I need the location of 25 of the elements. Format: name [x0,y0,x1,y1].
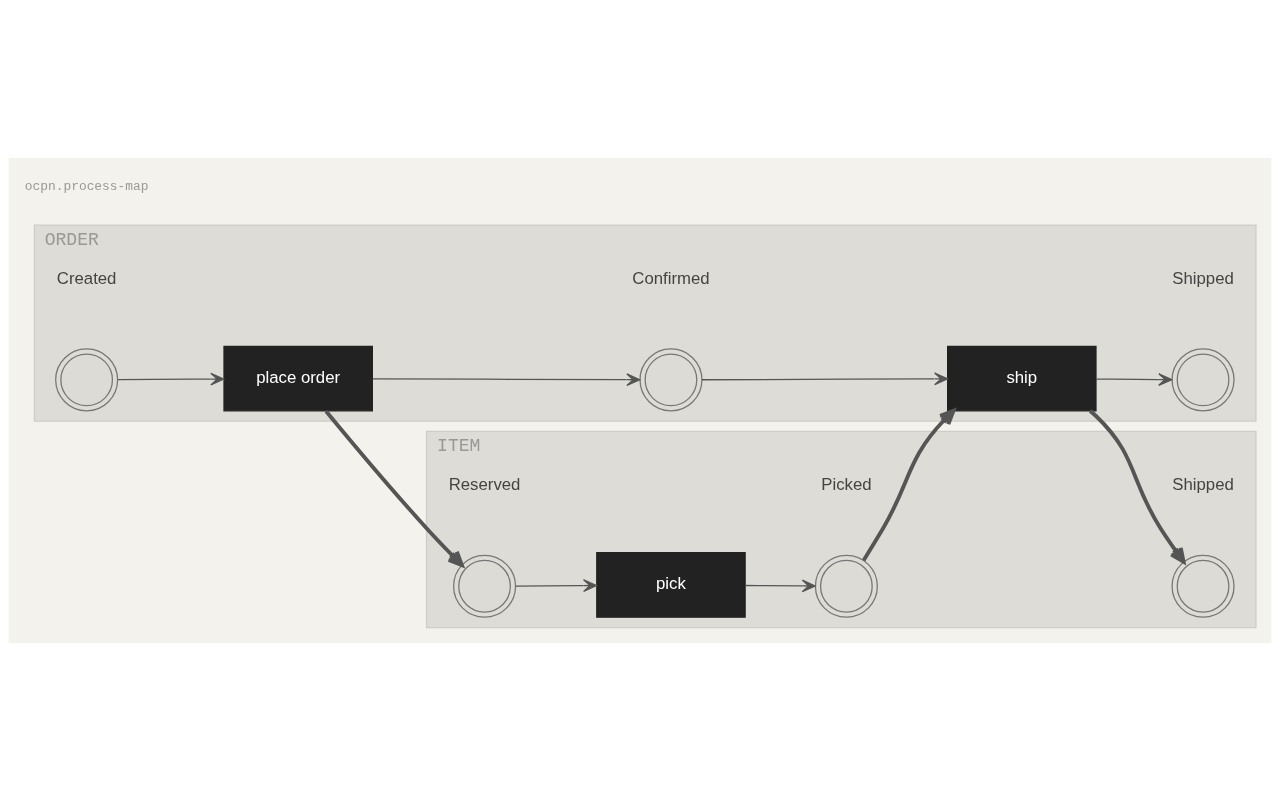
node-circle [639,347,703,411]
node-circle [1171,554,1235,618]
node-label: Reserved [448,474,521,494]
node-circle [814,554,878,618]
node-circle [1171,347,1235,411]
node-box: place order [223,345,373,411]
node-label: Shipped [1172,268,1234,288]
arrow [1088,408,1186,564]
arrow [117,372,225,386]
node-box: pick [596,551,746,618]
node-label: Shipped [1172,474,1234,494]
node-box: ship [947,345,1097,411]
arrow [371,372,641,386]
node-label: Picked [821,474,872,494]
arrow [1095,372,1173,386]
arrow [862,408,956,561]
node-label: Confirmed [632,268,710,288]
arrow [324,409,464,567]
node-circle [55,347,119,411]
arrow [701,371,949,385]
node-circle [452,554,517,618]
node-label: Created [56,268,117,288]
arrow [515,578,598,592]
label: ocpn.process-map [24,178,149,194]
arrow [744,578,816,592]
